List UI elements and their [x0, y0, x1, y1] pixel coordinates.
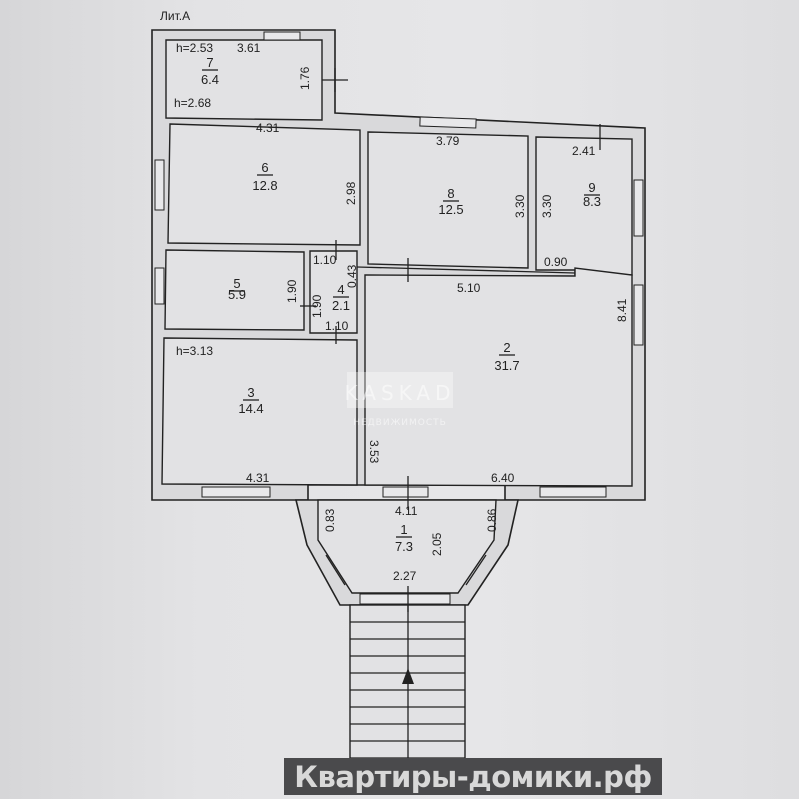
svg-text:3.79: 3.79: [436, 134, 460, 148]
svg-text:h=2.53: h=2.53: [176, 41, 213, 55]
svg-text:4.31: 4.31: [246, 471, 270, 485]
svg-text:1: 1: [400, 522, 407, 537]
svg-text:0.86: 0.86: [485, 508, 499, 532]
door-marks: [300, 68, 601, 612]
ceiling-heights: h=2.53 h=2.68 h=3.13: [174, 41, 213, 358]
windows: [154, 31, 644, 605]
svg-text:3.61: 3.61: [237, 41, 261, 55]
svg-text:31.7: 31.7: [494, 358, 519, 373]
svg-text:4.11: 4.11: [395, 504, 418, 518]
svg-text:h=3.13: h=3.13: [176, 344, 213, 358]
svg-text:8.3: 8.3: [583, 194, 601, 209]
room-2: [364, 267, 633, 487]
svg-text:4: 4: [337, 282, 344, 297]
svg-text:НЕДВИЖИМОСТЬ: НЕДВИЖИМОСТЬ: [353, 418, 447, 428]
svg-text:1.90: 1.90: [310, 294, 324, 318]
room-8: [367, 131, 529, 269]
svg-text:1.90: 1.90: [285, 279, 299, 303]
svg-text:12.8: 12.8: [252, 178, 277, 193]
dimensions: 3.61 1.76 4.31 2.98 3.79 3.30 2.41 3.30 …: [237, 41, 629, 583]
room-3: [161, 337, 358, 486]
watermark: KASKAD НЕДВИЖИМОСТЬ: [345, 372, 456, 428]
svg-text:3.53: 3.53: [367, 440, 381, 464]
svg-text:3.30: 3.30: [540, 194, 554, 218]
svg-text:7.3: 7.3: [395, 539, 413, 554]
svg-text:8.41: 8.41: [615, 298, 629, 322]
svg-text:14.4: 14.4: [238, 401, 263, 416]
svg-text:4.31: 4.31: [256, 121, 280, 135]
svg-text:2.98: 2.98: [344, 181, 358, 205]
svg-text:7: 7: [206, 55, 213, 70]
svg-text:6.4: 6.4: [201, 72, 219, 87]
banner-text: Квартиры-домики.рф: [294, 759, 652, 794]
svg-text:5: 5: [233, 276, 240, 291]
svg-text:1.76: 1.76: [298, 66, 312, 90]
svg-text:2.27: 2.27: [393, 569, 417, 583]
svg-text:8: 8: [447, 186, 454, 201]
svg-text:2.1: 2.1: [332, 298, 350, 313]
svg-text:9: 9: [588, 180, 595, 195]
svg-text:KASKAD: KASKAD: [345, 381, 456, 405]
svg-text:h=2.68: h=2.68: [174, 96, 211, 110]
svg-text:1.10: 1.10: [325, 319, 349, 333]
svg-text:3.30: 3.30: [513, 194, 527, 218]
svg-text:0.83: 0.83: [323, 508, 337, 532]
svg-text:0.43: 0.43: [345, 264, 359, 288]
room-labels: 7 6.4 6 12.8 8 12.5 9 8.3 5 5.9 4 2.1 2 …: [201, 55, 601, 554]
svg-text:12.5: 12.5: [438, 202, 463, 217]
svg-text:0.90: 0.90: [544, 255, 568, 269]
svg-text:2.05: 2.05: [430, 532, 444, 556]
svg-text:6: 6: [261, 160, 268, 175]
svg-text:2.41: 2.41: [572, 144, 596, 158]
site-banner: Квартиры-домики.рф: [284, 758, 662, 795]
plan-title: Лит.А: [160, 9, 190, 23]
room-6: [167, 123, 361, 246]
svg-text:2: 2: [503, 340, 510, 355]
arrow-up-icon: [402, 668, 414, 684]
rooms: [161, 39, 633, 594]
room-5: [164, 249, 305, 331]
svg-text:6.40: 6.40: [491, 471, 515, 485]
room-1: [317, 499, 497, 594]
svg-text:5.9: 5.9: [228, 287, 246, 302]
svg-text:3: 3: [247, 385, 254, 400]
svg-text:5.10: 5.10: [457, 281, 481, 295]
svg-text:1.10: 1.10: [313, 253, 337, 267]
